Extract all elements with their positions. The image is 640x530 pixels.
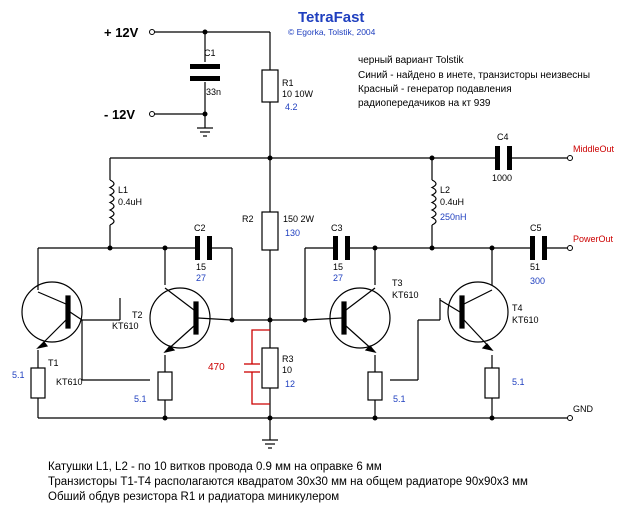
- middleout-terminal: [567, 155, 573, 161]
- plus12-label: + 12V: [104, 25, 139, 40]
- c2-name: C2: [194, 223, 206, 233]
- c5-name: C5: [530, 223, 542, 233]
- red-capacitor-470: [244, 329, 270, 405]
- r3-name: R3: [282, 354, 294, 364]
- r2-alt: 130: [285, 228, 300, 238]
- junction-dots: [107, 29, 495, 421]
- r2-value: 150 2W: [283, 214, 315, 224]
- gnd-terminal: [567, 415, 573, 421]
- inductor-l1: [108, 179, 115, 226]
- red-capacitor-value: 470: [208, 362, 225, 373]
- t2-emitter-res-label: 5.1: [134, 394, 147, 404]
- c4-value: 1000: [492, 173, 512, 183]
- plus12-terminal: [149, 29, 155, 35]
- resistor-t3-emitter: [367, 371, 383, 401]
- middleout-label: MiddleOut: [573, 144, 615, 154]
- capacitor-c3: [333, 236, 350, 260]
- l1-name: L1: [118, 185, 128, 195]
- note-line-3: Обший обдув резистора R1 и радиатора мин…: [48, 491, 340, 503]
- capacitor-c2: [195, 236, 212, 260]
- wires: [37, 31, 570, 440]
- note-line-1: Катушки L1, L2 - по 10 витков провода 0.…: [48, 461, 382, 473]
- t2-value: KT610: [112, 321, 139, 331]
- resistor-r2: [261, 211, 279, 251]
- legend-line-4: радиопередачиков на кт 939: [358, 98, 491, 109]
- c1-name: C1: [204, 48, 216, 58]
- c5-value: 51: [530, 262, 540, 272]
- l2-value: 0.4uH: [440, 197, 464, 207]
- r2-name: R2: [242, 214, 254, 224]
- t2-name: T2: [132, 310, 143, 320]
- transistor-t3: [304, 287, 391, 353]
- inductor-l2: [430, 179, 437, 226]
- t3-emitter-res-label: 5.1: [393, 394, 406, 404]
- t3-value: KT610: [392, 290, 419, 300]
- l2-name: L2: [440, 185, 450, 195]
- c3-value: 15: [333, 262, 343, 272]
- r3-value: 10: [282, 365, 292, 375]
- resistor-t2-emitter: [157, 371, 173, 401]
- resistor-r3: [261, 347, 279, 389]
- t4-emitter-res-label: 5.1: [512, 377, 525, 387]
- t1-value: KT610: [56, 377, 83, 387]
- t1-name: T1: [48, 358, 59, 368]
- t4-name: T4: [512, 303, 523, 313]
- resistor-r1: [261, 69, 279, 103]
- minus12-label: - 12V: [104, 107, 135, 122]
- c3-alt: 27: [333, 273, 343, 283]
- resistor-t4-emitter: [484, 367, 500, 399]
- c1-value: 33n: [206, 87, 221, 97]
- transistor-t1: [21, 281, 83, 350]
- powerout-label: PowerOut: [573, 234, 614, 244]
- r1-name: R1: [282, 78, 294, 88]
- ground-symbol-main: [262, 439, 278, 449]
- capacitor-c4: [495, 146, 512, 170]
- legend-line-1: черный вариант Tolstik: [358, 55, 465, 66]
- l1-value: 0.4uH: [118, 197, 142, 207]
- title: TetraFast: [298, 9, 364, 26]
- ground-symbol-c1: [197, 127, 213, 137]
- legend-line-2: Синий - найдено в инете, транзисторы неи…: [358, 70, 590, 81]
- transistor-t2: [149, 287, 233, 353]
- l2-alt: 250nH: [440, 212, 467, 222]
- t4-value: KT610: [512, 315, 539, 325]
- transistor-t4: [439, 281, 509, 351]
- c3-name: C3: [331, 223, 343, 233]
- powerout-terminal: [567, 245, 573, 251]
- legend-line-3: Красный - генератор подавления: [358, 84, 512, 95]
- capacitor-c1: [190, 64, 220, 81]
- capacitor-c5: [530, 236, 547, 260]
- t1-emitter-res-label: 5.1: [12, 370, 25, 380]
- c5-alt: 300: [530, 276, 545, 286]
- copyright: © Egorka, Tolstik, 2004: [288, 27, 376, 37]
- r3-alt: 12: [285, 379, 295, 389]
- c4-name: C4: [497, 132, 509, 142]
- r1-alt: 4.2: [285, 102, 298, 112]
- c2-value: 15: [196, 262, 206, 272]
- resistor-t1-emitter: [30, 367, 46, 399]
- t3-name: T3: [392, 278, 403, 288]
- gnd-label: GND: [573, 404, 594, 414]
- c2-alt: 27: [196, 273, 206, 283]
- note-line-2: Транзисторы T1-T4 располагаются квадрато…: [48, 476, 528, 488]
- minus12-terminal: [149, 111, 155, 117]
- r1-value: 10 10W: [282, 89, 314, 99]
- construction-notes: Катушки L1, L2 - по 10 витков провода 0.…: [48, 460, 528, 505]
